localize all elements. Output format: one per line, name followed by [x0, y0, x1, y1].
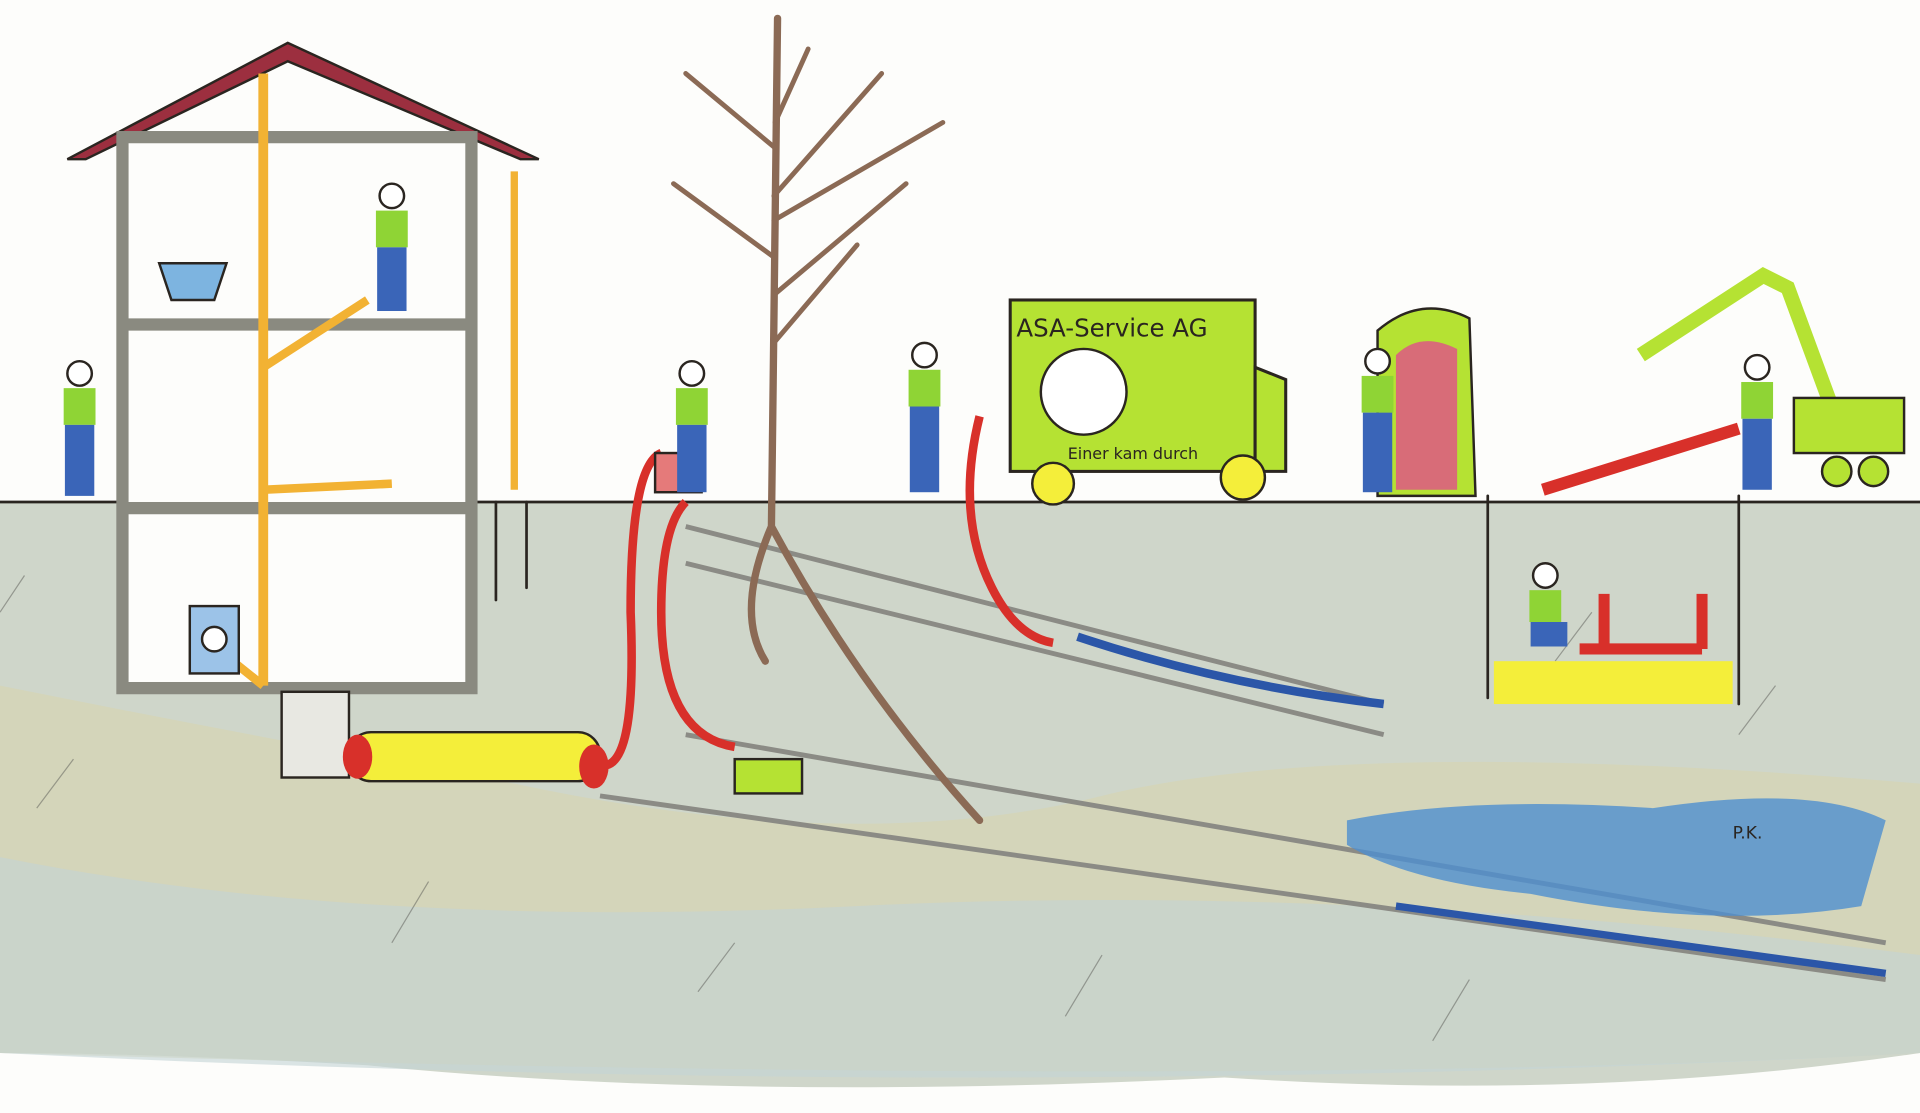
- red-hose: [604, 449, 664, 770]
- workers: [63, 182, 1774, 647]
- excavation-pit-gravel: [1493, 661, 1733, 705]
- red-hose-3: [965, 415, 1054, 648]
- red-hose-2: [656, 498, 736, 752]
- service-truck: ASA-Service AG Einer kam durch: [1008, 298, 1288, 506]
- groundwater-patch: [1346, 798, 1886, 916]
- artist-signature: P.K.: [1733, 824, 1763, 844]
- truck-slogan: Einer kam durch: [1068, 444, 1198, 463]
- pipe-liner: [342, 730, 609, 789]
- robot-cutter: [733, 757, 804, 795]
- trench-walls: [494, 494, 1741, 706]
- pipe-fitting: [1579, 593, 1708, 655]
- tree: [671, 14, 984, 825]
- excavator: [1541, 267, 1906, 496]
- truck-company-name: ASA-Service AG: [1016, 314, 1207, 343]
- house: [66, 41, 540, 779]
- cabin-door: [1395, 341, 1458, 490]
